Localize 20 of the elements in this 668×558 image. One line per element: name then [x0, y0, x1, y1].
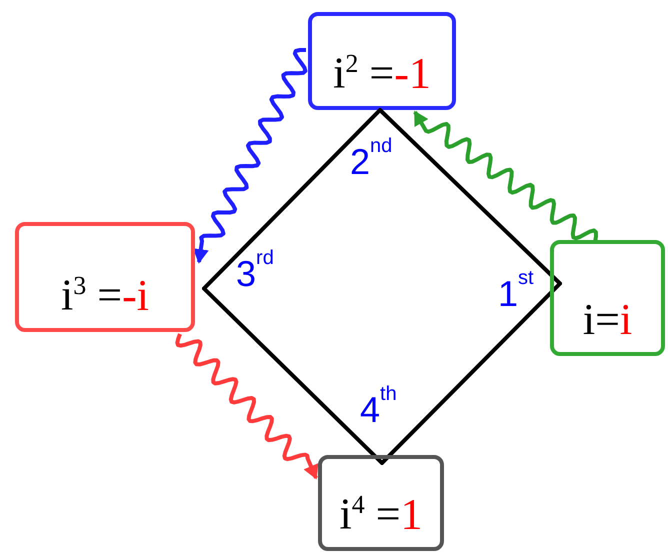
equation-text: i$^{3}$ = [61, 273, 122, 318]
equation-box [550, 240, 665, 356]
wavy-arrow [175, 333, 318, 480]
equation-value: 1 [400, 493, 423, 537]
equation-box [318, 455, 444, 551]
ordinal-label: 3$^{rd}$ [236, 248, 274, 292]
equation-value: -i [122, 274, 149, 318]
equation-text: i$^{2}$ = [333, 51, 394, 96]
ordinal-label: 2$^{nd}$ [350, 136, 392, 180]
diamond-shape [202, 108, 562, 465]
equation-text: i= [582, 298, 620, 342]
equation-value: -1 [394, 52, 431, 96]
ordinal-label: 4$^{th}$ [360, 384, 397, 428]
equation-box [308, 12, 456, 110]
equation-value: i [620, 298, 632, 342]
wavy-arrow [192, 48, 308, 264]
equation-box [15, 222, 195, 332]
equation-text: i$^{4}$ = [339, 492, 401, 537]
wavy-arrow [413, 110, 598, 242]
ordinal-label: 1$^{st}$ [498, 268, 534, 312]
